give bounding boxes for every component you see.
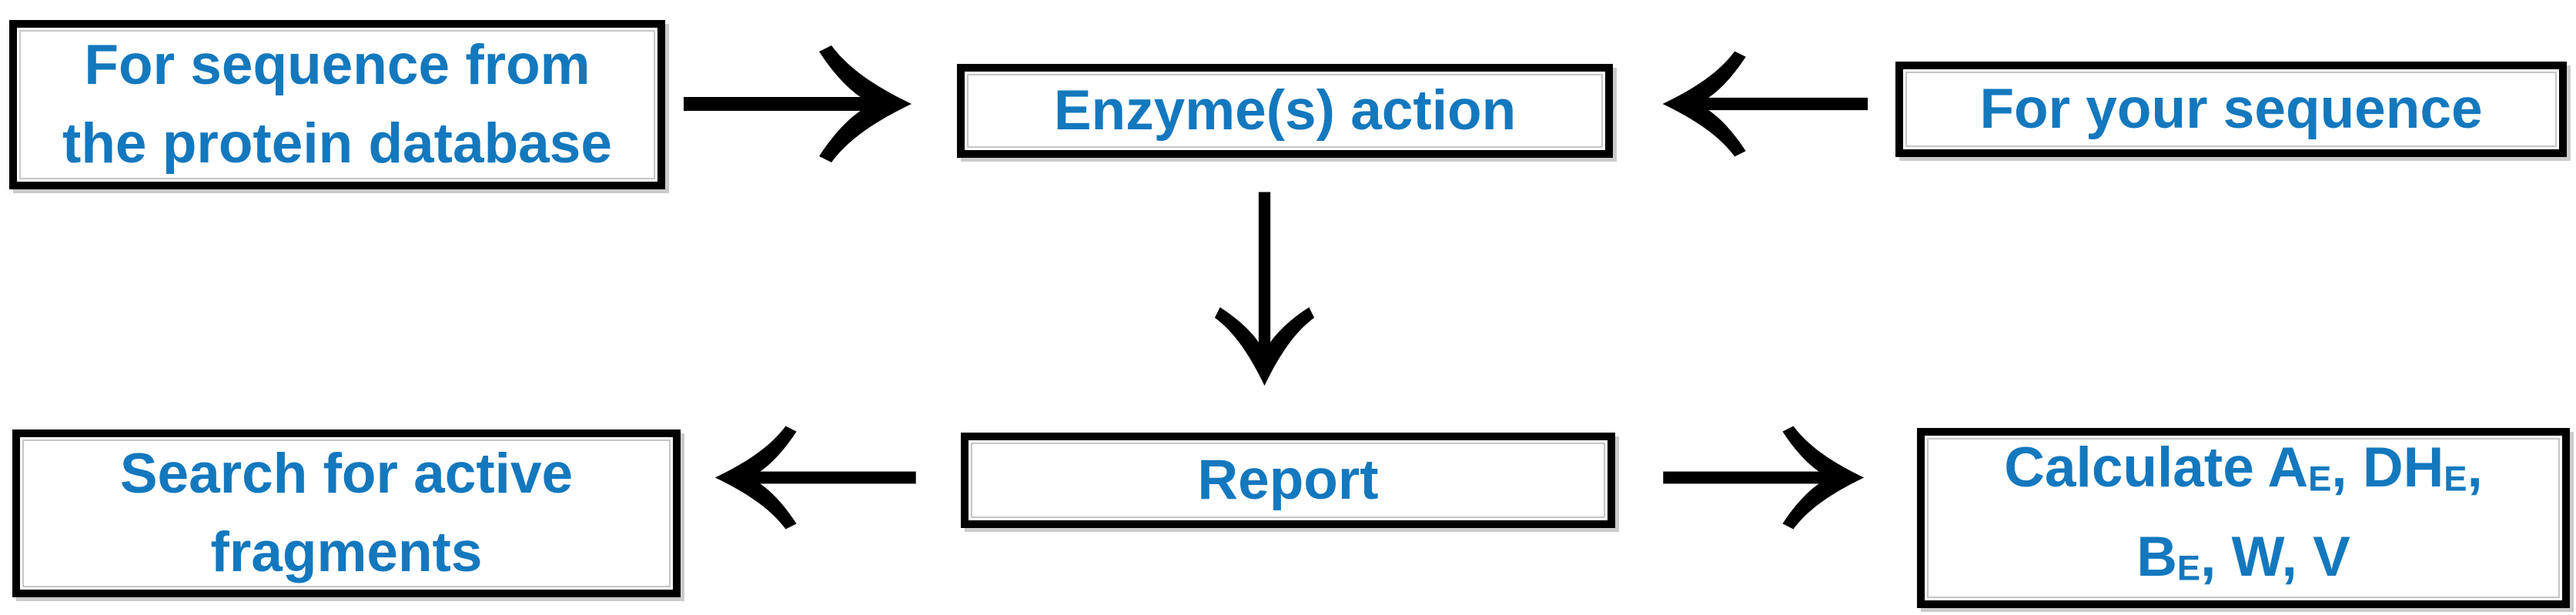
node-your-sequence: For your sequence xyxy=(1895,62,2567,157)
node-label-line: Search for active xyxy=(119,443,574,505)
subscript: E xyxy=(2176,548,2201,588)
left-arrow-icon xyxy=(1660,48,1868,159)
down-arrow-icon xyxy=(1213,192,1317,389)
node-calculate-parameters: Calculate AE, DHE, BE, W, V xyxy=(1917,428,2570,608)
node-label-line: BE, W, V xyxy=(2136,518,2350,607)
node-label-line: For sequence from xyxy=(84,34,590,96)
node-label-line: the protein database xyxy=(62,112,612,175)
node-search-active-fragments: Search for active fragments xyxy=(12,429,681,597)
label-text: , W, V xyxy=(2200,526,2350,588)
subscript: E xyxy=(2444,459,2467,498)
node-report: Report xyxy=(961,433,1615,528)
label-text: B xyxy=(2136,526,2177,588)
node-label-line: Enzyme(s) action xyxy=(1053,79,1517,142)
label-text: Calculate A xyxy=(2004,436,2309,499)
right-arrow-icon xyxy=(1663,423,1867,532)
label-text: , DH xyxy=(2331,436,2444,499)
node-enzyme-action: Enzyme(s) action xyxy=(957,64,1613,158)
left-arrow-icon xyxy=(712,423,916,532)
node-label-line: Calculate AE, DHE, xyxy=(2004,429,2483,518)
subscript: E xyxy=(2308,459,2332,498)
node-label-line: fragments xyxy=(210,521,483,583)
node-label-line: Report xyxy=(1197,449,1379,511)
node-label-line: For your sequence xyxy=(1979,78,2483,140)
right-arrow-icon xyxy=(684,42,915,165)
node-protein-database: For sequence from the protein database xyxy=(9,20,665,189)
label-text: , xyxy=(2467,436,2483,499)
